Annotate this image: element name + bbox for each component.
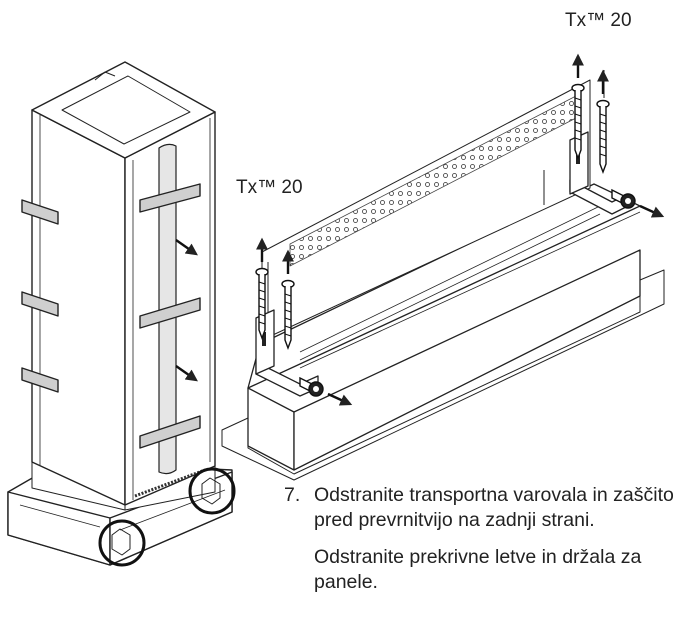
arrow-icon [175, 239, 198, 382]
step-number: 7. [284, 484, 301, 506]
torx-size-label-left: Tx™ 20 [236, 177, 303, 198]
screw-icon [255, 83, 636, 397]
note-text: Odstranite prekrivne letve in držala za … [314, 546, 642, 593]
arrow-icon [256, 53, 665, 406]
step-text: Odstranite transportna varovala in zašči… [314, 484, 674, 531]
instruction-block: 7. Odstranite transportna varovala in za… [276, 483, 681, 595]
cabinet-illustration [7, 61, 236, 567]
detail-circle-icon [98, 519, 146, 567]
cabinet-base-illustration [221, 70, 665, 481]
torx-size-label-right: Tx™ 20 [565, 10, 632, 31]
